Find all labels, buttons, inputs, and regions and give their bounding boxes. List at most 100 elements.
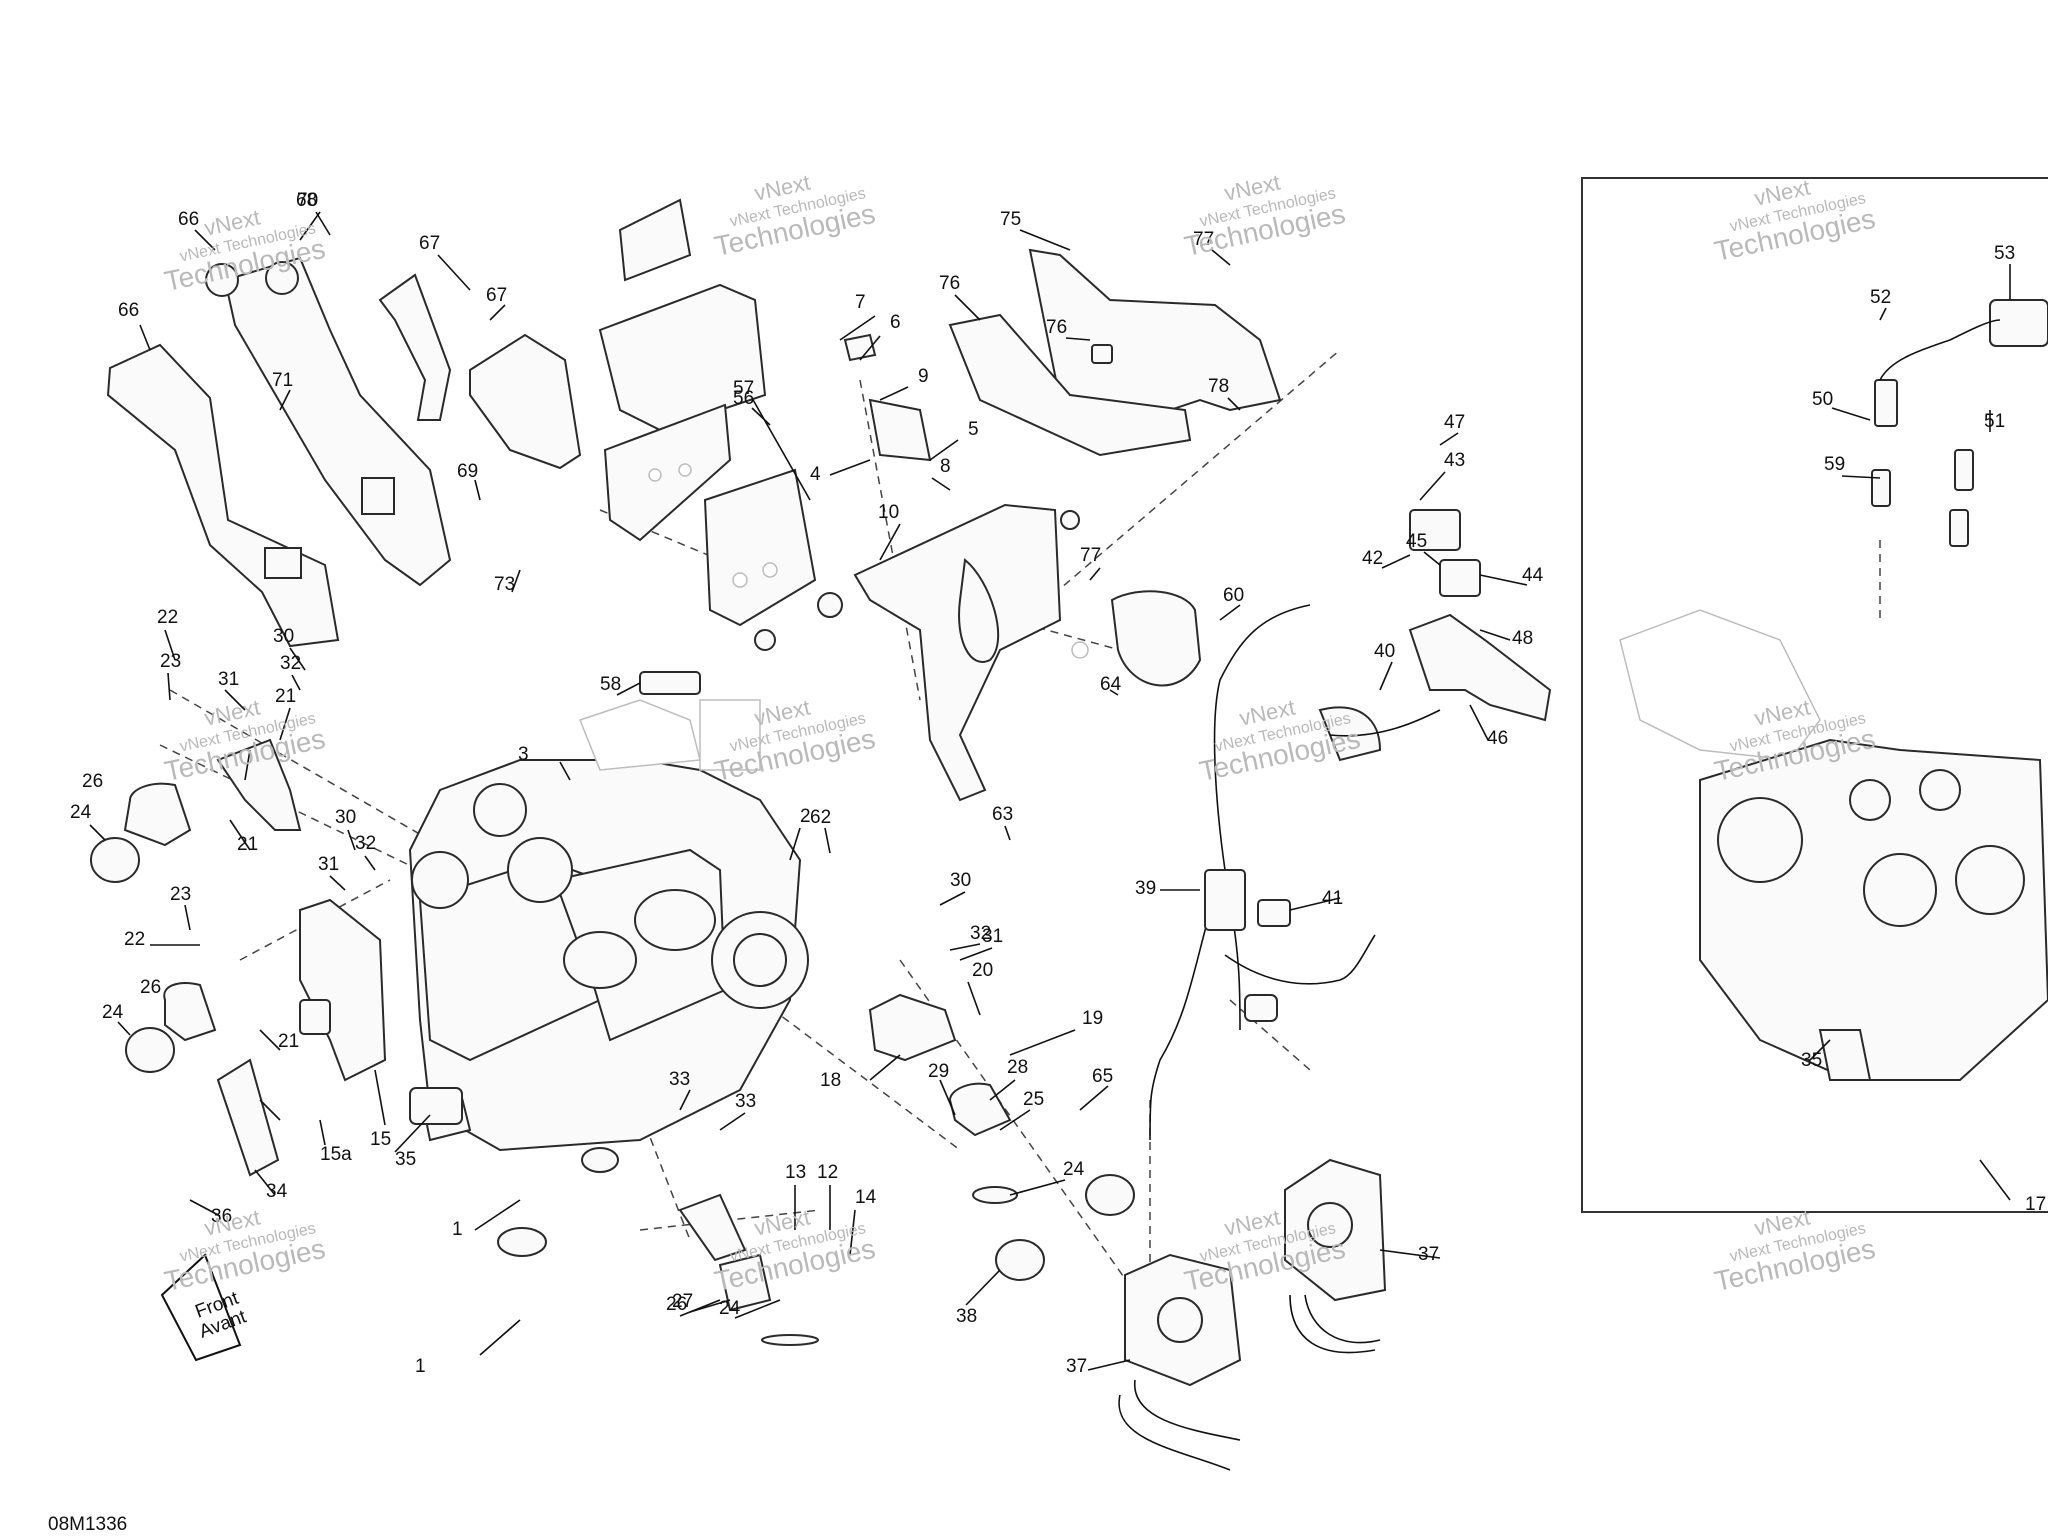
clamps <box>995 994 1278 1281</box>
leader-line <box>254 1169 276 1196</box>
callout-53: 53 <box>1994 243 2015 264</box>
callout-67: 67 <box>419 233 440 254</box>
exhaust-heat-shield <box>948 248 1282 457</box>
leader-line <box>1469 704 1489 741</box>
leader-line <box>289 647 306 671</box>
callout-81: 81 <box>0 0 21 5</box>
callout-69: 69 <box>457 461 478 482</box>
leader-line <box>1879 307 1887 321</box>
callout-34: 34 <box>266 1181 288 1202</box>
leader-line <box>954 294 981 321</box>
callout-18: 18 <box>820 1070 841 1091</box>
leader-line <box>1831 407 1871 421</box>
callout-51: 51 <box>1984 411 2005 432</box>
leader-line <box>189 1199 221 1217</box>
callout-81: 81 <box>0 0 21 5</box>
callout-22: 22 <box>124 929 145 950</box>
callout-30: 30 <box>335 807 356 828</box>
callout-6: 6 <box>890 312 901 333</box>
callout-31: 31 <box>318 854 339 875</box>
callout-66: 66 <box>118 300 139 321</box>
leader-line <box>319 1119 326 1146</box>
callout-47: 47 <box>1444 412 1465 433</box>
callout-30: 30 <box>950 870 971 891</box>
leader-line <box>1109 689 1119 696</box>
leader-line <box>1379 661 1393 691</box>
callout-77: 77 <box>1080 545 1101 566</box>
leader-line <box>829 459 871 476</box>
leader-line <box>299 211 321 241</box>
callout-1: 1 <box>452 1219 463 1240</box>
throttle-cable <box>1149 509 1552 1141</box>
callout-43: 43 <box>1444 450 1465 471</box>
inset-engine <box>1619 299 2048 1081</box>
leader-line <box>879 386 909 401</box>
leader-lines <box>89 211 2011 1371</box>
callout-37: 37 <box>1066 1356 1087 1377</box>
callout-78: 78 <box>1208 376 1229 397</box>
leader-line <box>1019 229 1071 251</box>
engine-mount-left <box>90 738 387 1177</box>
leader-line <box>184 904 191 931</box>
callout-21: 21 <box>278 1031 299 1052</box>
bottom-support <box>497 1147 819 1346</box>
leader-line <box>1087 1359 1131 1371</box>
leader-line <box>1009 1029 1076 1056</box>
callout-68: 68 <box>296 190 317 211</box>
callout-40: 40 <box>1374 641 1395 662</box>
leader-line <box>751 407 771 426</box>
callout-35: 35 <box>1801 1050 1822 1071</box>
callout-24: 24 <box>70 802 92 823</box>
leader-line <box>859 335 881 361</box>
belt-guard-rod <box>378 273 452 421</box>
callout-80: 80 <box>0 0 21 5</box>
leader-line <box>1841 475 1881 479</box>
leader-line <box>1979 1159 2011 1201</box>
callout-52: 52 <box>1870 287 1891 308</box>
callout-71: 71 <box>272 370 293 391</box>
callout-76: 76 <box>1046 317 1067 338</box>
callout-64: 64 <box>1100 674 1122 695</box>
leader-line <box>347 829 356 851</box>
leader-line <box>1419 471 1446 501</box>
leader-line <box>229 819 251 851</box>
callout-10: 10 <box>878 502 899 523</box>
callout-63: 63 <box>992 804 1013 825</box>
leader-line <box>929 439 959 461</box>
callout-14: 14 <box>855 1187 877 1208</box>
callout-9: 9 <box>918 366 929 387</box>
leader-line <box>167 672 171 701</box>
callout-27: 27 <box>672 1291 693 1312</box>
leader-line <box>849 1209 856 1256</box>
callout-33: 33 <box>669 1069 690 1090</box>
callout-30: 30 <box>273 626 294 647</box>
callout-1: 1 <box>415 1356 426 1377</box>
callout-22: 22 <box>157 607 178 628</box>
callout-25: 25 <box>1023 1089 1044 1110</box>
callout-4: 4 <box>810 464 821 485</box>
throttle-body-left <box>1118 1253 1242 1471</box>
leader-line <box>1381 554 1411 569</box>
leader-line <box>1227 397 1241 411</box>
leader-line <box>1079 1085 1109 1111</box>
front-arrow: Front Avant <box>160 1253 250 1362</box>
leader-line <box>869 1054 901 1081</box>
callout-2: 2 <box>800 806 811 827</box>
leader-line <box>511 569 521 593</box>
callout-13: 13 <box>785 1162 806 1183</box>
drawing-code: 08M1336 <box>48 1514 128 1535</box>
callout-23: 23 <box>160 651 181 672</box>
callout-32: 32 <box>355 833 376 854</box>
inset-frame <box>1581 177 2048 1213</box>
callout-44: 44 <box>1522 565 1544 586</box>
callout-77: 77 <box>1193 229 1214 250</box>
callout-31: 31 <box>218 669 239 690</box>
leader-line <box>1809 1039 1831 1061</box>
leader-line <box>1479 629 1511 641</box>
callout-17: 17 <box>2025 1194 2046 1215</box>
